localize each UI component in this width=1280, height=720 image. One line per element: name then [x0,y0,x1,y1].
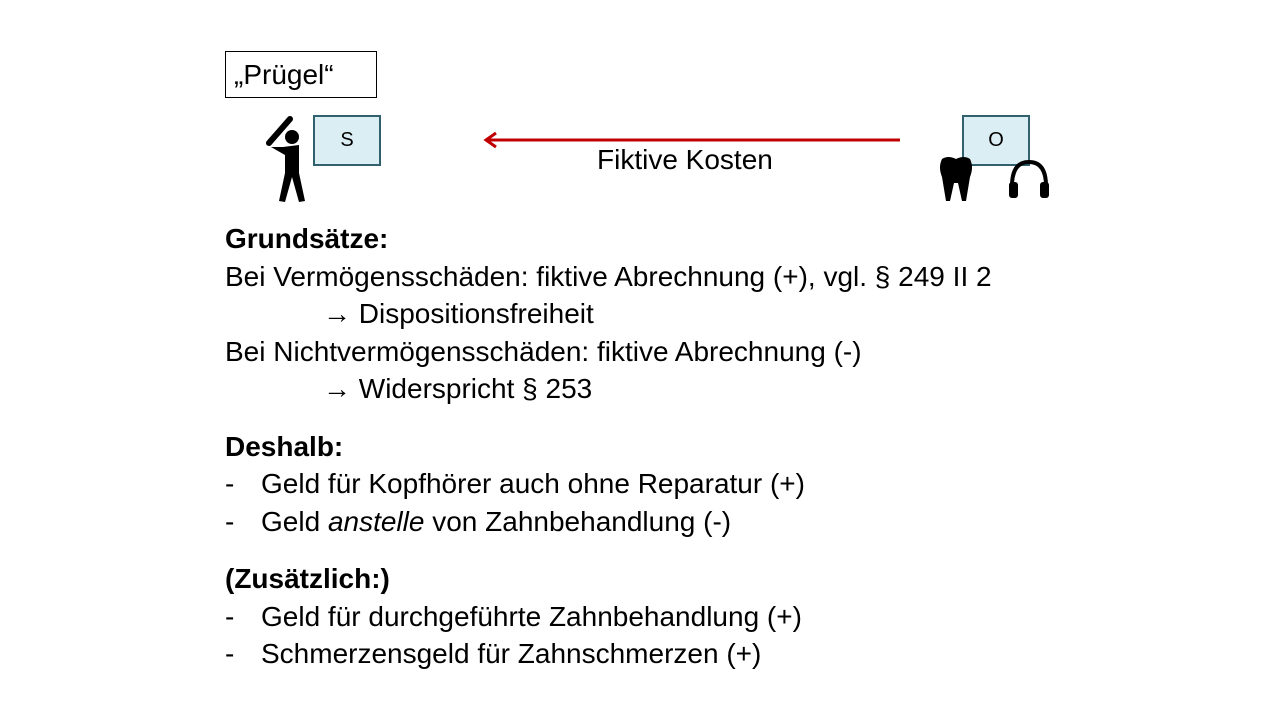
arrow-left [483,131,900,149]
zusaetzlich-heading: (Zusätzlich:) [225,563,390,594]
tooth-icon [940,157,972,201]
list-item: -Geld anstelle von Zahnbehandlung (-) [225,505,732,537]
grundsatz-line: → Dispositionsfreiheit [323,298,594,329]
arrow-label: Fiktive Kosten [597,144,773,175]
deshalb-heading: Deshalb: [225,430,344,462]
headphones-icon [1009,159,1049,198]
list-item: -Geld für Kopfhörer auch ohne Reparatur … [225,468,805,499]
grundsaetze-heading: Grundsätze: [225,223,389,254]
pruegel-label: „Prügel“ [225,51,377,98]
list-item: -Geld für durchgeführte Zahnbehandlung (… [225,600,802,632]
party-o-box: O [962,115,1030,166]
party-s-box: S [313,115,381,166]
grundsatz-line: Bei Nichtvermögensschäden: fiktive Abrec… [225,335,862,367]
grundsatz-line: → Widerspricht § 253 [323,373,593,404]
list-item: -Schmerzensgeld für Zahnschmerzen (+) [225,638,762,669]
batter-person-icon [266,116,305,202]
grundsatz-line: Bei Vermögensschäden: fiktive Abrechnung… [225,260,992,292]
slide-body: Grundsätze: Bei Vermögensschäden: fiktiv… [225,220,992,673]
